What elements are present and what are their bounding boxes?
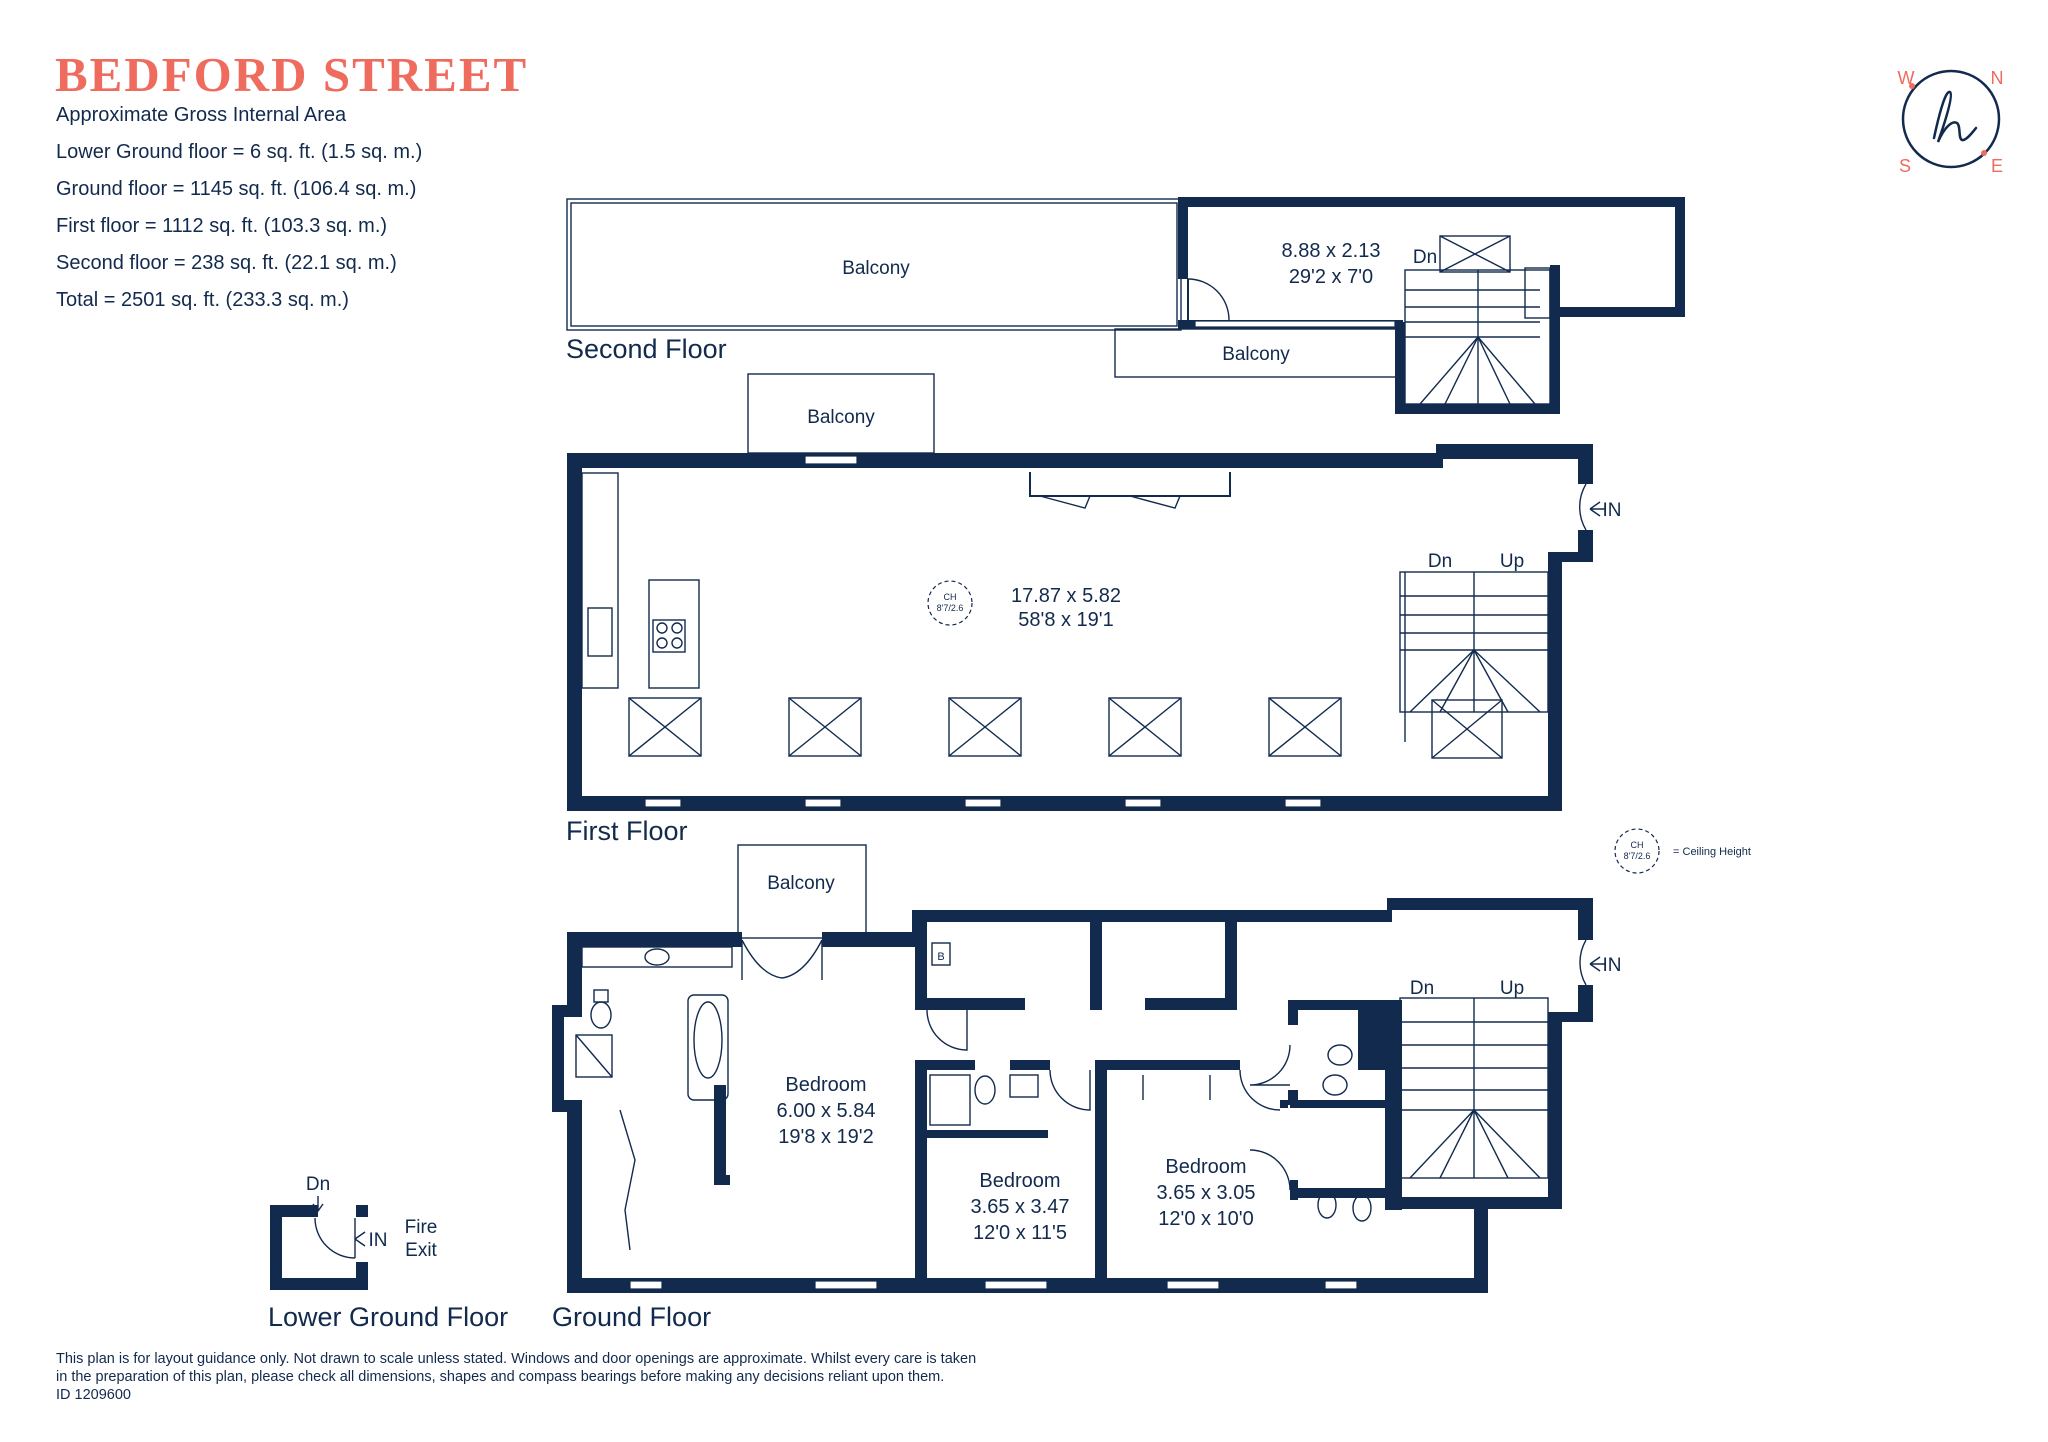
area-first: First floor = 1112 sq. ft. (103.3 sq. m.…	[56, 215, 388, 237]
ground-entrance-arrow-icon	[1589, 956, 1606, 972]
lower-ground-in-arrow-icon	[354, 1231, 366, 1247]
compass-e: E	[1991, 156, 2003, 176]
ground-floor-label: Ground Floor	[552, 1302, 712, 1332]
boiler-label: B	[937, 951, 944, 963]
fire-exit-label-2: Exit	[405, 1240, 437, 1261]
lower-ground-in: IN	[369, 1230, 388, 1251]
area-heading: Approximate Gross Internal Area	[56, 104, 347, 126]
bedroom-1-imperial: 19'8 x 19'2	[778, 1126, 874, 1148]
second-lower-balcony-label: Balcony	[1222, 344, 1290, 365]
first-main-metric: 17.87 x 5.82	[1011, 585, 1121, 607]
lower-ground-dn: Dn	[306, 1174, 330, 1195]
area-lower-ground: Lower Ground floor = 6 sq. ft. (1.5 sq. …	[56, 141, 423, 163]
bedroom-2-metric: 3.65 x 3.47	[971, 1196, 1070, 1218]
bedroom-1-label: Bedroom	[785, 1074, 866, 1096]
area-ground: Ground floor = 1145 sq. ft. (106.4 sq. m…	[56, 178, 417, 200]
ground-floor-balcony	[737, 844, 867, 939]
bedroom-3-label: Bedroom	[1165, 1156, 1246, 1178]
second-stair-dn: Dn	[1413, 247, 1437, 268]
ceiling-height-legend	[1614, 828, 1660, 874]
first-stair-dn: Dn	[1428, 551, 1452, 572]
ground-stair-dn: Dn	[1410, 978, 1434, 999]
bedroom-3-metric: 3.65 x 3.05	[1157, 1182, 1256, 1204]
first-entrance-in: IN	[1603, 500, 1622, 521]
disclaimer: This plan is for layout guidance only. N…	[56, 1350, 1086, 1404]
ground-floor-plan	[270, 844, 1593, 1293]
compass-icon: W N S E	[1898, 68, 2004, 176]
fire-exit-label-1: Fire	[405, 1217, 438, 1238]
lower-ground-floor-label: Lower Ground Floor	[268, 1302, 509, 1332]
disclaimer-line-1: This plan is for layout guidance only. N…	[56, 1351, 977, 1367]
first-main-imperial: 58'8 x 19'1	[1018, 609, 1114, 631]
first-ch-value: 8'7/2.6	[937, 603, 964, 613]
legend-ch-label: CH	[1631, 840, 1644, 850]
plan-id: ID 1209600	[56, 1387, 131, 1403]
bedroom-2-imperial: 12'0 x 11'5	[973, 1222, 1067, 1244]
first-stair-up: Up	[1500, 551, 1524, 572]
first-entrance-arrow-icon	[1589, 501, 1606, 517]
compass-w: W	[1898, 68, 1915, 88]
first-floor-plan	[567, 373, 1593, 811]
first-floor-label: First Floor	[566, 816, 688, 846]
bedroom-3-imperial: 12'0 x 10'0	[1158, 1208, 1254, 1230]
compass-s: S	[1899, 156, 1911, 176]
area-total: Total = 2501 sq. ft. (233.3 sq. m.)	[56, 289, 349, 311]
first-ch-label: CH	[944, 592, 957, 602]
legend-ch-value: 8'7/2.6	[1624, 851, 1651, 861]
second-floor-plan	[566, 197, 1685, 414]
legend-ceiling-height: = Ceiling Height	[1673, 846, 1751, 858]
second-room-metric: 8.88 x 2.13	[1282, 240, 1381, 262]
lower-ground-dn-arrow-icon	[312, 1196, 324, 1213]
area-second: Second floor = 238 sq. ft. (22.1 sq. m.)	[56, 252, 397, 274]
area-summary: Approximate Gross Internal Area Lower Gr…	[56, 102, 422, 324]
second-room-imperial: 29'2 x 7'0	[1289, 266, 1373, 288]
ground-stair-up: Up	[1500, 978, 1524, 999]
bedroom-2-label: Bedroom	[979, 1170, 1060, 1192]
ground-balcony-label: Balcony	[767, 873, 835, 894]
disclaimer-line-2: in the preparation of this plan, please …	[56, 1369, 945, 1385]
bedroom-1-metric: 6.00 x 5.84	[777, 1100, 876, 1122]
second-floor-lower-balcony	[1114, 328, 1398, 378]
second-balcony-label: Balcony	[842, 258, 910, 279]
property-title: BEDFORD STREET	[55, 47, 529, 102]
second-floor-label: Second Floor	[566, 334, 727, 364]
ground-entrance-in: IN	[1603, 955, 1622, 976]
compass-n: N	[1991, 68, 2004, 88]
first-balcony-label: Balcony	[807, 407, 875, 428]
